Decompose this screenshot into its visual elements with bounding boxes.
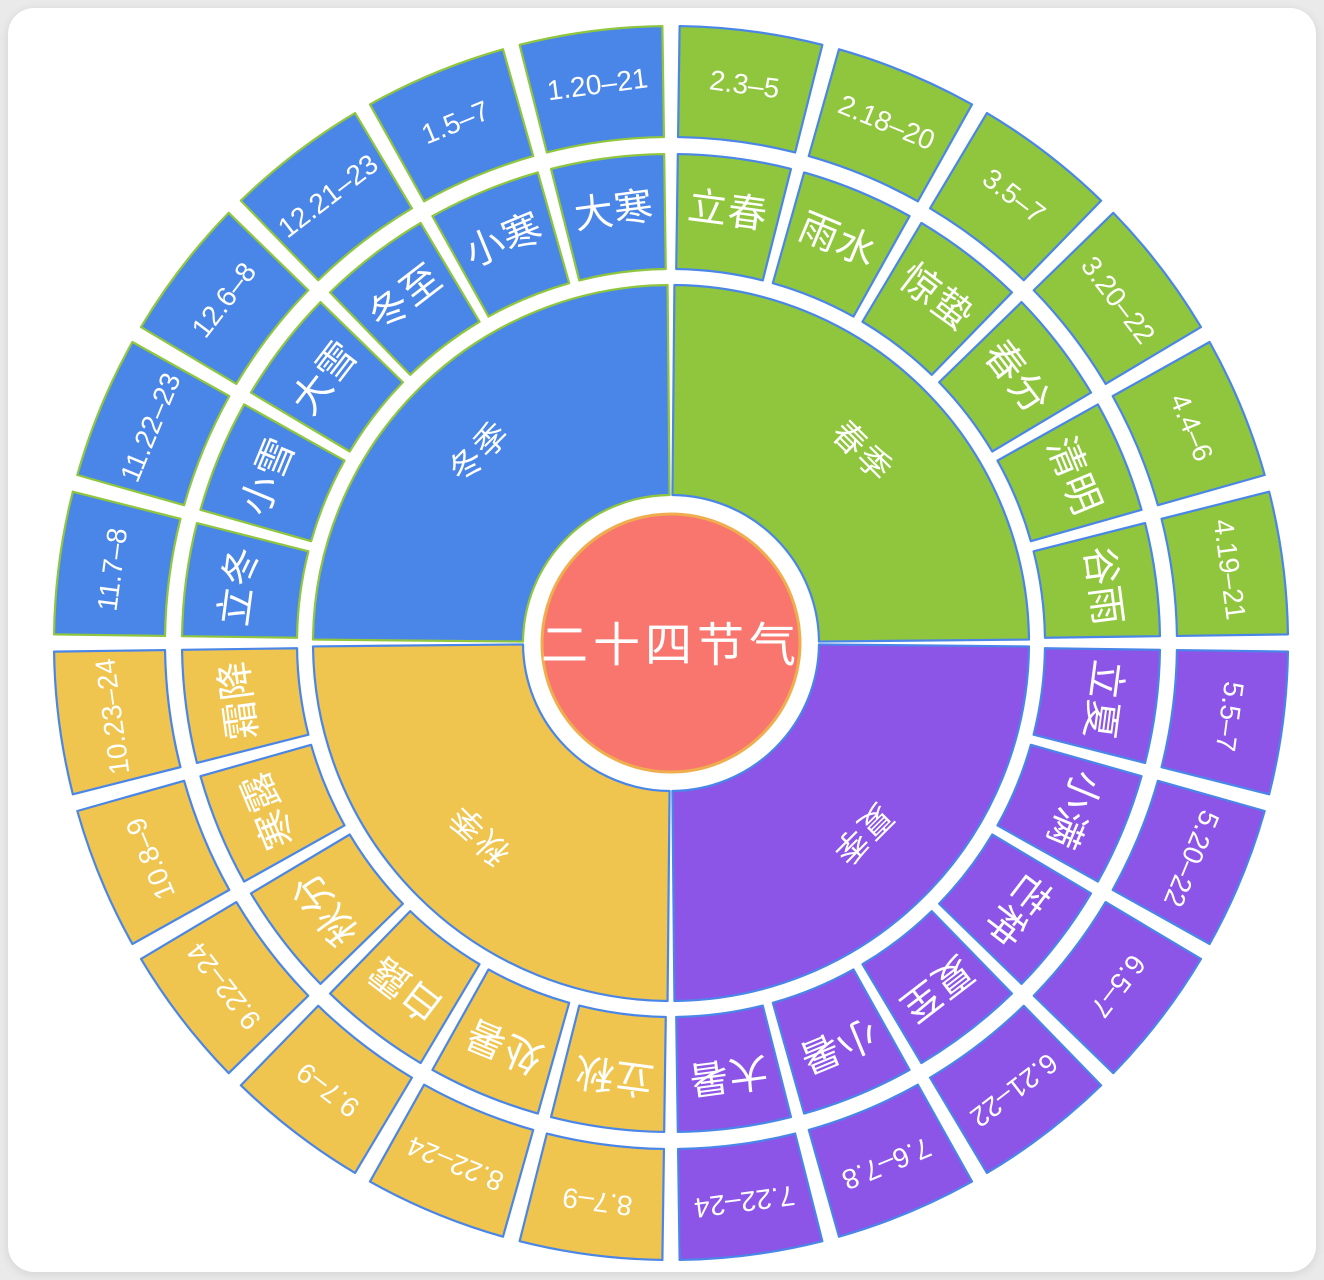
season-wedge-冬季[interactable]: [311, 283, 671, 643]
date-wedge-清明[interactable]: [1111, 340, 1266, 507]
date-wedge-芒种[interactable]: [1032, 900, 1203, 1075]
term-wedge-惊蛰[interactable]: [861, 221, 1014, 376]
chart-card: 春季夏季秋季冬季 立春雨水惊蛰春分清明谷雨立夏小满芒种夏至小暑大暑立秋处暑白露秋…: [8, 8, 1316, 1272]
date-wedge-谷雨[interactable]: [1160, 490, 1290, 638]
term-wedge-秋分[interactable]: [249, 833, 404, 986]
date-wedge-白露[interactable]: [239, 1004, 414, 1175]
date-wedge-大暑[interactable]: [676, 1132, 824, 1262]
term-wedge-立冬[interactable]: [180, 521, 310, 639]
term-wedge-立夏[interactable]: [1032, 647, 1162, 765]
term-label-谷雨: 谷雨: [1076, 544, 1129, 629]
date-wedge-小寒[interactable]: [368, 48, 535, 203]
term-wedge-清明[interactable]: [996, 403, 1143, 543]
date-wedge-寒露[interactable]: [76, 779, 231, 946]
season-wedge-秋季[interactable]: [311, 643, 671, 1003]
sunburst-svg: 春季夏季秋季冬季 立春雨水惊蛰春分清明谷雨立夏小满芒种夏至小暑大暑立秋处暑白露秋…: [52, 24, 1290, 1262]
season-wedge-春季[interactable]: [671, 283, 1031, 643]
term-label-大寒: 大寒: [572, 185, 657, 238]
term-label-立春: 立春: [685, 185, 770, 238]
term-wedge-雨水[interactable]: [771, 171, 911, 318]
center-title: 二十四节气: [541, 619, 801, 672]
term-label-立冬: 立冬: [213, 544, 266, 629]
date-wedge-大寒[interactable]: [518, 24, 666, 154]
term-wedge-白露[interactable]: [328, 910, 481, 1065]
date-wedge-处暑[interactable]: [368, 1083, 535, 1238]
term-wedge-寒露[interactable]: [199, 743, 346, 883]
date-wedge-小暑[interactable]: [807, 1083, 974, 1238]
center-circle[interactable]: [540, 512, 802, 774]
term-wedge-大寒[interactable]: [549, 152, 667, 282]
date-wedge-立秋[interactable]: [518, 1132, 666, 1262]
date-wedge-冬至[interactable]: [239, 111, 414, 282]
term-wedge-大雪[interactable]: [249, 300, 404, 453]
term-wedge-冬至[interactable]: [328, 221, 481, 376]
term-label-霜降: 霜降: [213, 657, 266, 742]
date-wedge-春分[interactable]: [1032, 211, 1203, 386]
date-wedge-夏至[interactable]: [928, 1004, 1103, 1175]
term-label-大暑: 大暑: [685, 1048, 770, 1101]
date-wedge-霜降[interactable]: [52, 648, 182, 796]
date-wedge-秋分[interactable]: [139, 900, 310, 1075]
date-wedge-立夏[interactable]: [1160, 648, 1290, 796]
term-wedge-小雪[interactable]: [199, 403, 346, 543]
term-wedge-小满[interactable]: [996, 743, 1143, 883]
term-wedge-处暑[interactable]: [431, 968, 571, 1115]
term-wedge-芒种[interactable]: [938, 833, 1093, 986]
date-wedge-立春[interactable]: [676, 24, 824, 154]
term-wedge-谷雨[interactable]: [1032, 521, 1162, 639]
sunburst-chart: 春季夏季秋季冬季 立春雨水惊蛰春分清明谷雨立夏小满芒种夏至小暑大暑立秋处暑白露秋…: [8, 8, 1316, 1272]
date-wedge-立冬[interactable]: [52, 490, 182, 638]
date-wedge-小满[interactable]: [1111, 779, 1266, 946]
season-wedge-夏季[interactable]: [671, 643, 1031, 1003]
term-wedge-小暑[interactable]: [771, 968, 911, 1115]
date-wedge-大雪[interactable]: [139, 211, 310, 386]
date-ring: 2.3–52.18–203.5–73.20–224.4–64.19–215.5–…: [52, 24, 1290, 1262]
term-wedge-小寒[interactable]: [431, 171, 571, 318]
center-node[interactable]: 二十四节气: [540, 512, 802, 774]
term-wedge-立秋[interactable]: [549, 1004, 667, 1134]
date-wedge-雨水[interactable]: [807, 48, 974, 203]
term-wedge-立春[interactable]: [675, 152, 793, 282]
term-label-立秋: 立秋: [572, 1048, 657, 1101]
term-label-立夏: 立夏: [1076, 657, 1129, 742]
term-wedge-霜降[interactable]: [180, 647, 310, 765]
term-wedge-春分[interactable]: [938, 300, 1093, 453]
term-wedge-大暑[interactable]: [675, 1004, 793, 1134]
term-wedge-夏至[interactable]: [861, 910, 1014, 1065]
date-wedge-惊蛰[interactable]: [928, 111, 1103, 282]
date-wedge-小雪[interactable]: [76, 340, 231, 507]
solar-term-ring: 立春雨水惊蛰春分清明谷雨立夏小满芒种夏至小暑大暑立秋处暑白露秋分寒露霜降立冬小雪…: [180, 152, 1162, 1134]
